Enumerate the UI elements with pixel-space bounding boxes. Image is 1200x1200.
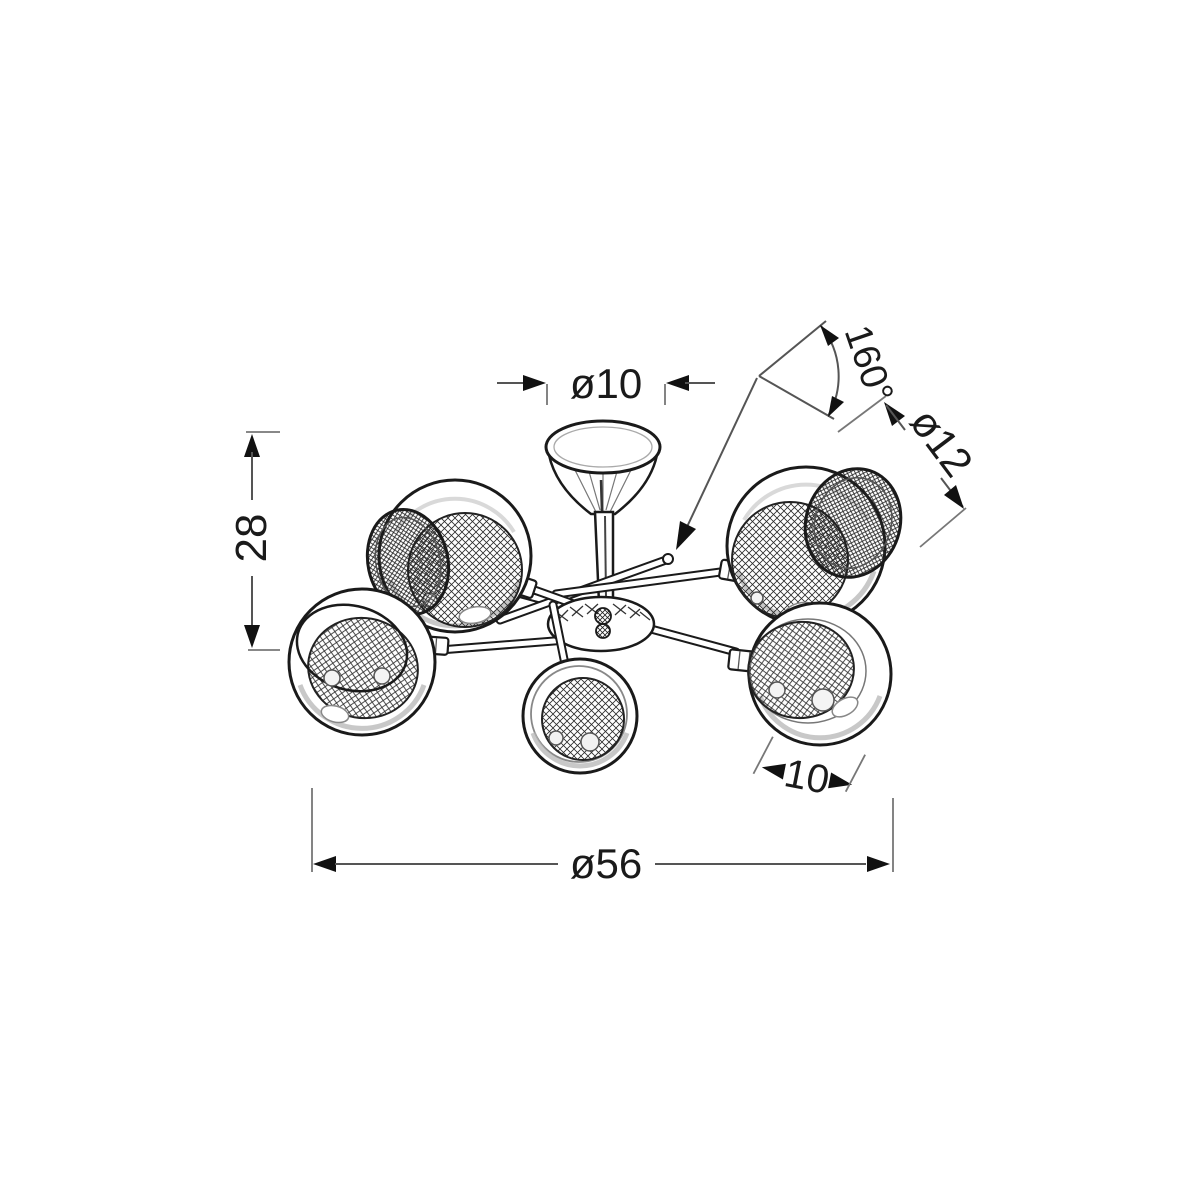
bulb-reflection bbox=[811, 688, 835, 712]
opening-rim bbox=[365, 507, 451, 617]
dim-label-height: 28 bbox=[227, 514, 276, 563]
dim-height: 28 bbox=[227, 431, 280, 651]
arrowhead bbox=[313, 856, 336, 872]
shade-lower-left bbox=[287, 587, 437, 737]
bulb-reflection bbox=[373, 667, 391, 685]
chandelier-drawing bbox=[287, 419, 903, 775]
dimension-line bbox=[885, 404, 906, 431]
leader-line bbox=[685, 377, 758, 530]
bulb-reflection bbox=[750, 591, 764, 605]
dim-label-canopy-diameter: ø10 bbox=[570, 360, 642, 407]
shade-bottom-center bbox=[521, 657, 639, 775]
extension-line bbox=[837, 395, 887, 433]
arrowhead bbox=[244, 625, 260, 648]
opening-rim-inner bbox=[374, 516, 442, 608]
dim-overall-diameter: ø56 bbox=[311, 788, 894, 887]
dim-label-shade-width: 10 bbox=[781, 751, 833, 803]
opening-rim-inner bbox=[530, 665, 628, 763]
arrowhead bbox=[523, 375, 546, 391]
extension-line bbox=[919, 507, 967, 548]
extension-tick bbox=[844, 754, 866, 793]
extension-tick bbox=[752, 736, 774, 775]
hub-bead bbox=[595, 623, 611, 639]
hub-bead bbox=[594, 607, 612, 625]
glass-shading bbox=[757, 695, 883, 741]
arm-end-cap bbox=[662, 553, 674, 565]
dim-label-shade-diameter: ø12 bbox=[901, 399, 982, 485]
shade-upper-right bbox=[725, 465, 903, 627]
dim-shade-width: 10 bbox=[752, 736, 866, 803]
angle-ray bbox=[758, 375, 835, 420]
shade-lower-right bbox=[747, 601, 893, 747]
dim-label-overall-diameter: ø56 bbox=[570, 840, 642, 887]
arrowhead bbox=[244, 434, 260, 457]
bulb-reflection bbox=[580, 732, 600, 752]
hub-lattice bbox=[557, 603, 641, 621]
canopy-plate-inner-rim bbox=[553, 426, 653, 468]
shade-upper-left bbox=[365, 478, 533, 634]
arrowhead bbox=[761, 763, 786, 780]
canopy-plate bbox=[544, 419, 662, 475]
arrowhead bbox=[676, 521, 696, 550]
glass-glare bbox=[458, 605, 492, 625]
dim-label-arm-angle: 160° bbox=[836, 320, 901, 408]
angle-ray bbox=[758, 320, 827, 377]
opening-rim-inner bbox=[813, 476, 893, 570]
glass-glare bbox=[320, 704, 350, 724]
bulb-reflection bbox=[768, 681, 786, 699]
arrowhead bbox=[944, 485, 964, 509]
bulb-reflection bbox=[323, 669, 341, 687]
canopy-bell-shading bbox=[574, 467, 632, 513]
mesh-diffuser bbox=[307, 616, 419, 720]
glass-shading bbox=[297, 684, 427, 731]
arrowhead bbox=[666, 375, 689, 391]
arrowhead bbox=[820, 325, 839, 346]
arrowhead bbox=[828, 396, 844, 417]
arm-tube bbox=[551, 566, 733, 599]
glass-glare bbox=[831, 696, 859, 718]
arrowhead bbox=[828, 772, 853, 789]
central-hub bbox=[546, 595, 656, 653]
dim-canopy-diameter: ø10 bbox=[497, 360, 715, 407]
ceiling-canopy bbox=[544, 419, 662, 605]
glass-shading bbox=[530, 732, 630, 769]
opening-rim bbox=[803, 467, 903, 579]
bulb-reflection bbox=[548, 730, 564, 746]
opening-rim bbox=[295, 603, 409, 693]
canopy-bell-core bbox=[599, 479, 604, 513]
arrowhead bbox=[867, 856, 890, 872]
